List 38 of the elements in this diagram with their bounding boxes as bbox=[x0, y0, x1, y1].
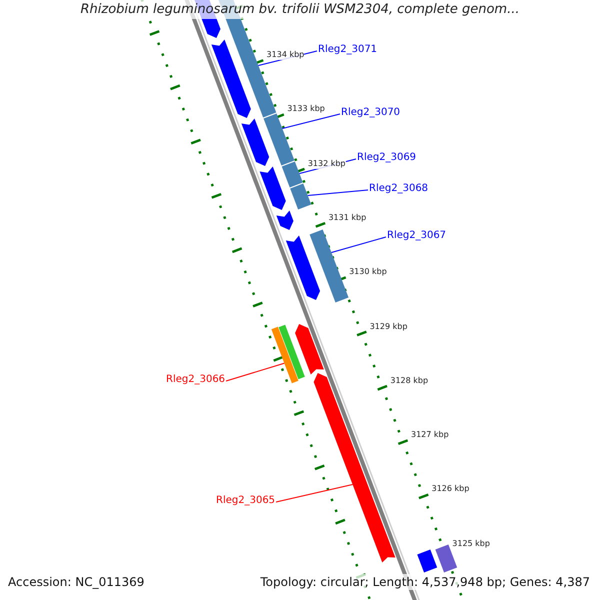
gene-feature bbox=[295, 324, 324, 374]
gene-label: Rleg2_3065 bbox=[216, 495, 276, 507]
position-label: 3128 kbp bbox=[390, 376, 428, 386]
gene-feature bbox=[241, 118, 270, 166]
leader-line bbox=[282, 114, 340, 130]
gene-feature bbox=[276, 210, 294, 230]
gene-label: Rleg2_3069 bbox=[357, 152, 416, 164]
gene-feature bbox=[211, 40, 251, 118]
leader-line bbox=[330, 236, 386, 254]
gene-bar bbox=[290, 184, 312, 210]
gene-label: Rleg2_3067 bbox=[387, 230, 446, 242]
position-label: 3133 kbp bbox=[287, 104, 325, 114]
gene-feature bbox=[286, 236, 320, 300]
gene-label: Rleg2_3068 bbox=[369, 183, 428, 195]
accession-text: Accession: NC_011369 bbox=[8, 574, 144, 590]
gene-bar bbox=[310, 230, 349, 302]
gene-bar bbox=[435, 544, 458, 572]
gene-bar bbox=[278, 324, 305, 380]
position-label: 3132 kbp bbox=[308, 158, 346, 169]
gene-feature bbox=[260, 166, 286, 210]
position-label: 3126 kbp bbox=[432, 484, 470, 494]
position-label: 3134 kbp bbox=[266, 50, 304, 60]
position-label: 3130 kbp bbox=[349, 267, 387, 278]
leader-line bbox=[307, 190, 368, 196]
gene-label: Rleg2_3070 bbox=[341, 107, 400, 119]
position-label: 3131 kbp bbox=[328, 212, 366, 223]
gene-bar bbox=[271, 326, 298, 384]
position-label: 3129 kbp bbox=[370, 322, 408, 332]
position-label: 3125 kbp bbox=[452, 538, 490, 549]
gene-label: Rleg2_3066 bbox=[166, 374, 226, 386]
gene-label: Rleg2_3071 bbox=[318, 44, 378, 56]
gene-bar bbox=[282, 162, 303, 188]
position-label: 3127 kbp bbox=[410, 430, 449, 440]
genome-summary: Topology: circular; Length: 4,537,948 bp; Genes: 4,387 bbox=[260, 574, 590, 590]
leader-line bbox=[276, 484, 354, 502]
gene-bar bbox=[264, 114, 294, 166]
leader-line bbox=[226, 362, 285, 382]
gene-bar bbox=[417, 550, 438, 572]
